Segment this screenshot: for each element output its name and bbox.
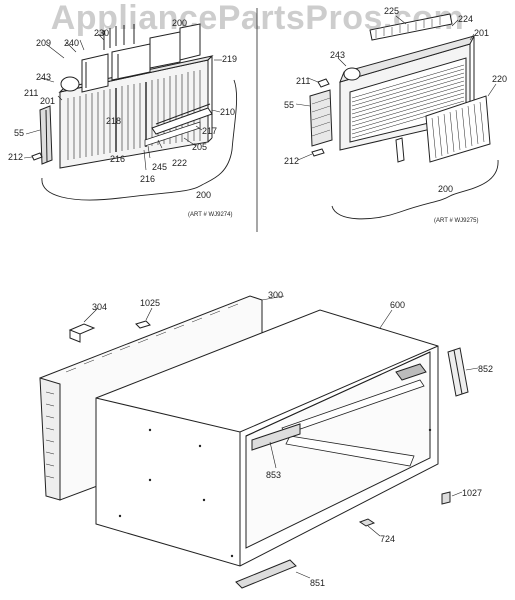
callout-216a: 216 (110, 154, 125, 164)
callout-304: 304 (92, 302, 107, 312)
callout-224: 224 (458, 14, 473, 24)
callout-230: 230 (94, 28, 109, 38)
callout-216b: 216 (140, 174, 155, 184)
top-left-front-panel (23, 23, 238, 201)
callout-205: 205 (192, 142, 207, 152)
callout-853: 853 (266, 470, 281, 480)
top-right-labels: 225 224 201 243 220 211 55 212 200 (ART … (284, 6, 507, 224)
bottom-cabinet-assembly (39, 295, 479, 589)
callout-851: 851 (310, 578, 325, 588)
callout-55: 55 (14, 128, 24, 138)
callout-210: 210 (220, 107, 235, 117)
callout-240: 240 (64, 38, 79, 48)
callout-200-right: 200 (438, 184, 453, 194)
callout-724: 724 (380, 534, 395, 544)
callout-1025: 1025 (140, 298, 160, 308)
callout-211: 211 (24, 88, 38, 98)
callout-245: 245 (152, 162, 167, 172)
callout-225: 225 (384, 6, 399, 16)
top-right-front-panel (295, 13, 499, 220)
top-left-labels: 209 240 230 219 212 211 243 201 218 55 2… (8, 18, 237, 218)
callout-211-right: 211 (296, 76, 310, 86)
callout-201: 201 (40, 96, 55, 106)
callout-217: 217 (202, 126, 217, 136)
callout-300: 300 (268, 290, 283, 300)
art-ref-right: (ART # WJ9275) (434, 218, 478, 224)
callout-201-right: 201 (474, 28, 489, 38)
callout-209: 209 (36, 38, 51, 48)
art-ref-left: (ART # WJ9274) (188, 212, 232, 218)
bottom-labels: 304 1025 300 600 852 853 1027 724 851 (92, 290, 493, 588)
callout-852: 852 (478, 364, 493, 374)
callout-212: 212 (8, 152, 23, 162)
callout-243: 243 (36, 72, 51, 82)
callout-243-right: 243 (330, 50, 345, 60)
callout-600: 600 (390, 300, 405, 310)
callout-200-top: 200 (172, 18, 187, 28)
callout-212-right: 212 (284, 156, 299, 166)
callout-218: 218 (106, 116, 121, 126)
callout-1027: 1027 (462, 488, 482, 498)
callout-220: 220 (492, 74, 507, 84)
callout-200: 200 (196, 190, 211, 200)
callout-219: 219 (222, 54, 237, 64)
callout-55-right: 55 (284, 100, 294, 110)
callout-222: 222 (172, 158, 187, 168)
